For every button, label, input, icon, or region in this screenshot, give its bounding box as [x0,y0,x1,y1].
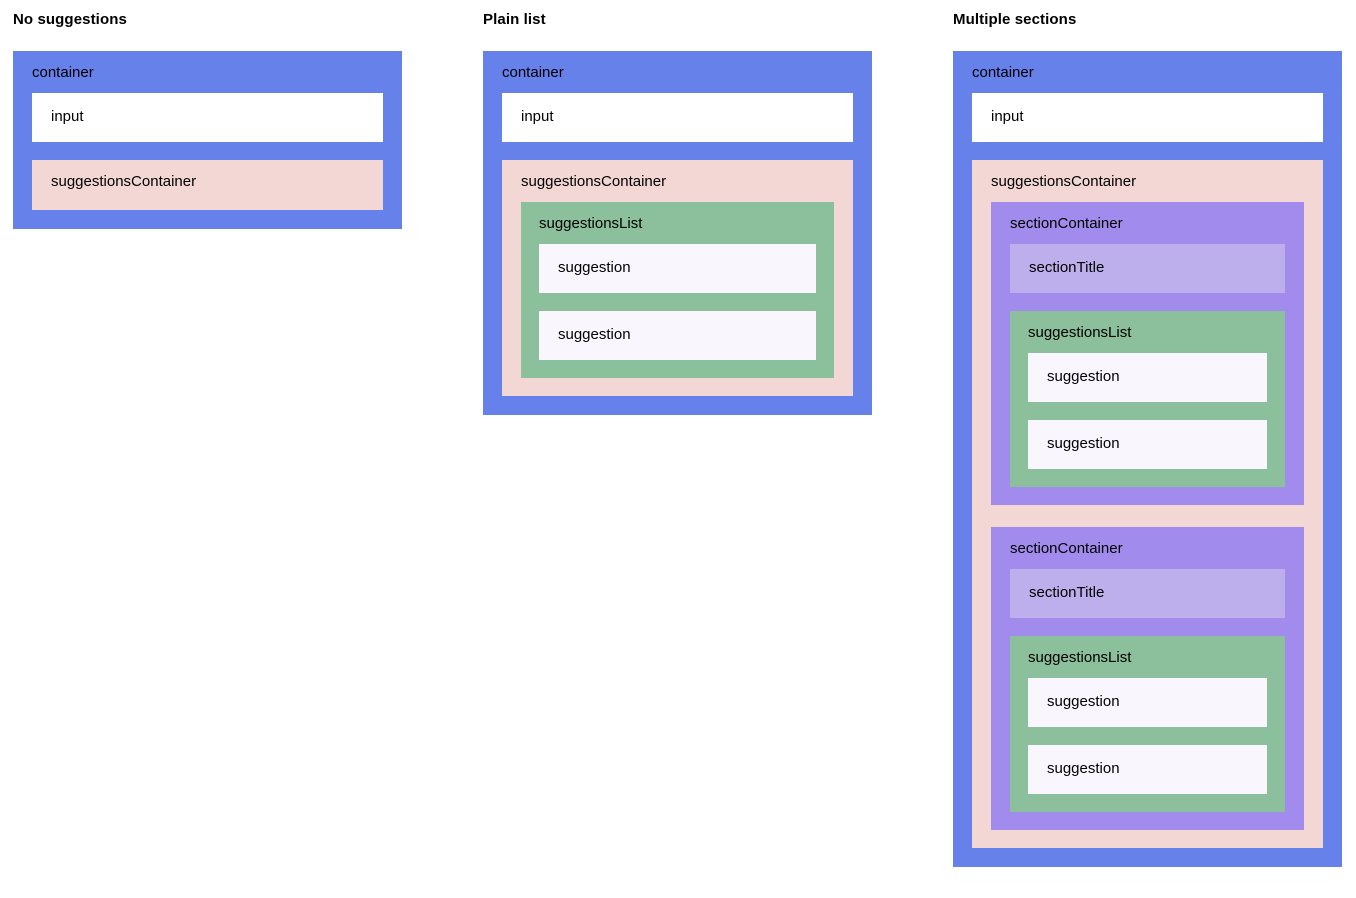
section-title-box: sectionTitle [1010,569,1285,618]
container-box: container input suggestionsContainer sec… [953,51,1342,867]
container-box: container input suggestionsContainer [13,51,402,229]
example-column-plain-list: Plain list container input suggestionsCo… [483,0,872,415]
suggestions-container-label: suggestionsContainer [51,173,197,190]
section-container-box: sectionContainer sectionTitle suggestion… [991,202,1304,505]
column-heading-no-suggestions: No suggestions [13,11,127,28]
section-container-box: sectionContainer sectionTitle suggestion… [991,527,1304,830]
suggestions-list-label: suggestionsList [539,215,643,232]
suggestion-item[interactable]: suggestion [1028,678,1267,727]
suggestions-list-label: suggestionsList [1028,649,1132,666]
suggestion-item[interactable]: suggestion [539,311,816,360]
example-column-multiple-sections: Multiple sections container input sugges… [953,0,1342,867]
section-title-box: sectionTitle [1010,244,1285,293]
column-heading-multiple-sections: Multiple sections [953,11,1077,28]
suggestion-label: suggestion [1047,435,1120,452]
section-title-label: sectionTitle [1029,584,1105,601]
suggestion-item[interactable]: suggestion [1028,420,1267,469]
example-column-no-suggestions: No suggestions container input suggestio… [13,0,402,229]
suggestion-item[interactable]: suggestion [1028,745,1267,794]
column-heading-plain-list: Plain list [483,11,546,28]
suggestions-container-box: suggestionsContainer suggestionsList sug… [502,160,853,396]
input-box[interactable]: input [32,93,383,142]
suggestions-list-box: suggestionsList suggestion suggestion [1010,636,1285,812]
suggestion-item[interactable]: suggestion [1028,353,1267,402]
suggestions-list-box: suggestionsList suggestion suggestion [1010,311,1285,487]
container-box: container input suggestionsContainer sug… [483,51,872,415]
suggestions-container-label: suggestionsContainer [991,173,1137,190]
suggestion-label: suggestion [558,326,631,343]
input-label: input [51,108,84,125]
suggestions-list-label: suggestionsList [1028,324,1132,341]
container-label: container [972,64,1034,81]
section-container-label: sectionContainer [1010,540,1123,557]
container-label: container [502,64,564,81]
input-label: input [521,108,554,125]
suggestion-label: suggestion [1047,693,1120,710]
container-label: container [32,64,94,81]
suggestions-container-box: suggestionsContainer sectionContainer se… [972,160,1323,848]
suggestion-item[interactable]: suggestion [539,244,816,293]
suggestion-label: suggestion [1047,368,1120,385]
suggestions-container-box: suggestionsContainer [32,160,383,210]
suggestion-label: suggestion [1047,760,1120,777]
section-title-label: sectionTitle [1029,259,1105,276]
input-label: input [991,108,1024,125]
suggestions-list-box: suggestionsList suggestion suggestion [521,202,834,378]
section-container-label: sectionContainer [1010,215,1123,232]
input-box[interactable]: input [502,93,853,142]
input-box[interactable]: input [972,93,1323,142]
suggestion-label: suggestion [558,259,631,276]
suggestions-container-label: suggestionsContainer [521,173,667,190]
